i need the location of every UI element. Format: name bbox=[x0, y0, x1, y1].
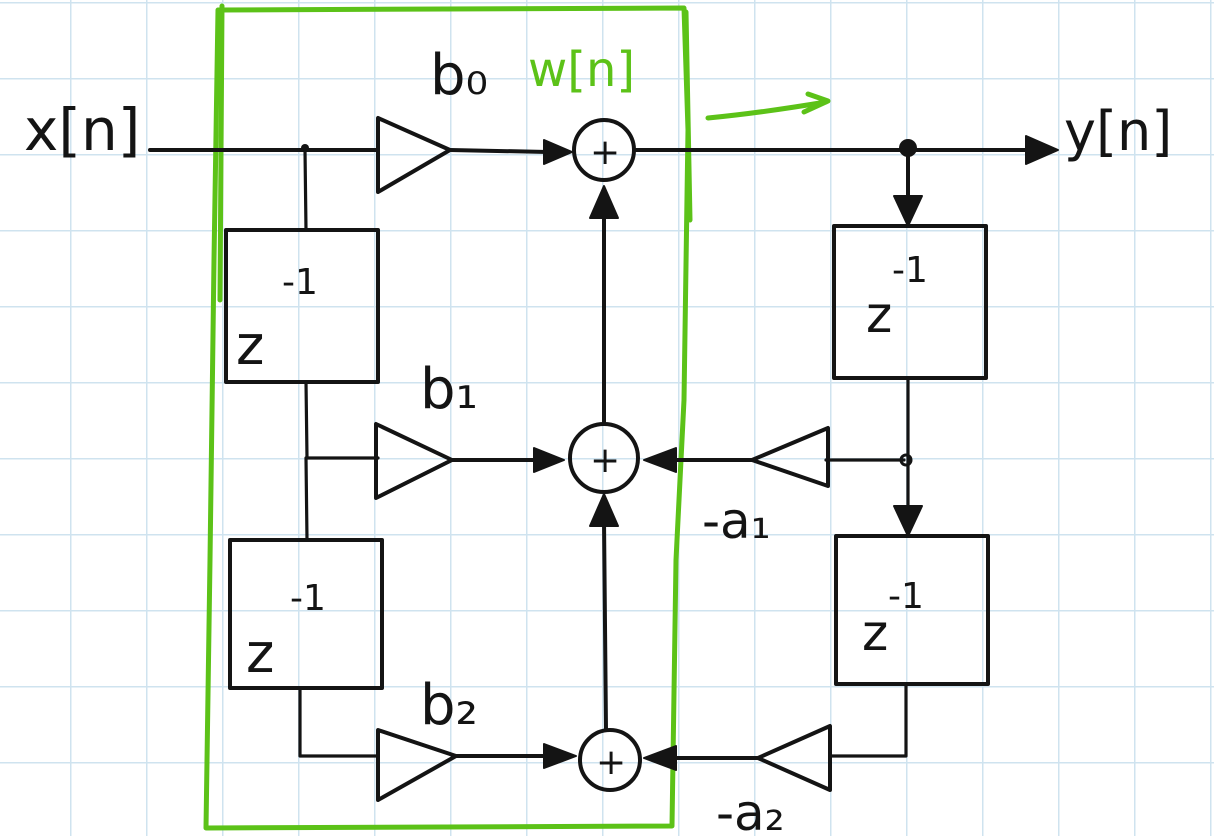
ff-2-tap-line bbox=[298, 686, 380, 758]
delay-block-ff-2 bbox=[228, 538, 384, 690]
delay-block-ff-1 bbox=[224, 228, 380, 384]
delay-fb-1-base: z bbox=[866, 286, 892, 344]
gain-b2-label: b₂ bbox=[420, 673, 478, 738]
gain-b0-triangle bbox=[376, 116, 452, 194]
delay-ff-2-exponent: -1 bbox=[290, 578, 326, 619]
arrow-b2-adder bbox=[543, 743, 577, 769]
adder-middle-symbol: + bbox=[590, 440, 620, 481]
adder-bot-to-mid-line bbox=[602, 518, 608, 732]
output-signal-label: y[n] bbox=[1064, 100, 1172, 163]
delay-fb-2-exponent: -1 bbox=[888, 576, 924, 617]
arrow-into-adder-top bbox=[589, 185, 619, 219]
gain-neg-a1-triangle bbox=[750, 426, 830, 488]
arrow-into-adder-middle bbox=[589, 493, 619, 527]
ff-1-to-2-link bbox=[304, 456, 309, 542]
input-tap-node bbox=[301, 144, 309, 152]
ff-1-tap-line bbox=[304, 380, 380, 460]
arrow-into-fb-delay-1 bbox=[893, 195, 923, 227]
arrow-neg-a1-adder bbox=[643, 447, 677, 473]
arrow-output bbox=[1025, 135, 1059, 165]
arrow-neg-a2-adder bbox=[643, 745, 677, 771]
b0-to-adder-line bbox=[448, 148, 550, 154]
fb-2-tap-line bbox=[828, 682, 908, 758]
gain-neg-a1-label: -a₁ bbox=[702, 492, 771, 550]
delay-fb-1-exponent: -1 bbox=[892, 250, 928, 291]
arrow-b1-adder bbox=[533, 447, 565, 473]
flow-direction-arrow bbox=[705, 91, 831, 121]
delay-ff-1-base: z bbox=[236, 314, 264, 377]
intermediate-signal-label: w[n] bbox=[528, 42, 635, 98]
delay-block-fb-1 bbox=[832, 224, 988, 380]
section-highlight-box-overstroke bbox=[217, 3, 693, 303]
adder-bottom-symbol: + bbox=[596, 742, 626, 783]
gain-b1-triangle bbox=[374, 422, 454, 500]
delay-ff-1-exponent: -1 bbox=[282, 262, 318, 303]
adder-top-symbol: + bbox=[590, 132, 620, 173]
arrow-b0-adder bbox=[543, 139, 573, 165]
delay-block-fb-2 bbox=[834, 534, 990, 686]
input-delay-link bbox=[303, 148, 308, 232]
input-signal-label: x[n] bbox=[24, 96, 140, 164]
arrow-into-fb-delay-2 bbox=[893, 505, 923, 537]
gain-b2-triangle bbox=[376, 728, 458, 802]
delay-ff-2-base: z bbox=[246, 622, 274, 685]
gain-b0-label: b₀ bbox=[430, 43, 488, 108]
gain-neg-a2-triangle bbox=[756, 724, 832, 792]
gain-neg-a2-label: -a₂ bbox=[716, 784, 785, 836]
adder-bottom bbox=[578, 728, 642, 792]
gain-b1-label: b₁ bbox=[420, 357, 478, 422]
delay-fb-2-base: z bbox=[862, 604, 888, 662]
